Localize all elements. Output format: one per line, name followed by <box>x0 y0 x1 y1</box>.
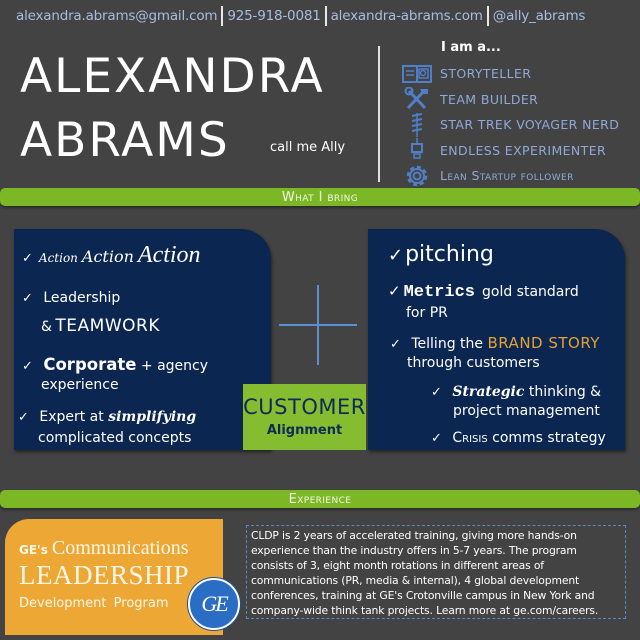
customer-alignment-box: CUSTOMER Alignment <box>243 384 366 450</box>
check-icon: ✓ <box>431 385 442 400</box>
book-icon <box>400 62 434 86</box>
bullet-teamwork: &TEAMWORK <box>41 316 160 336</box>
nickname: call me Ally <box>270 140 346 155</box>
divider <box>324 6 327 26</box>
trait-label: ENDLESS EXPERIMENTER <box>440 142 607 158</box>
social-handle-link[interactable]: @ally_abrams <box>492 8 586 24</box>
bullet-corporate: ✓ Corporate + agency <box>22 355 209 374</box>
check-icon: ✓ <box>388 282 401 300</box>
phone-link[interactable]: 925-918-0081 <box>227 8 321 24</box>
bullet-strategic: ✓ Strategic thinking & <box>431 384 602 400</box>
trait-label: STAR TREK VOYAGER NERD <box>440 117 620 133</box>
email-link[interactable]: alexandra.abrams@gmail.com <box>16 8 218 24</box>
ge-title-leadership: LEADERSHIP <box>19 560 190 590</box>
trait-experimenter: ENDLESS EXPERIMENTER <box>400 138 619 164</box>
bullet-metrics-line2: for PR <box>406 305 448 321</box>
identity-heading: I am a... <box>441 40 501 55</box>
bullet-metrics: ✓ Metrics gold standard <box>388 282 579 302</box>
website-link[interactable]: alexandra-abrams.com <box>330 8 483 24</box>
bullet-corporate-line2: experience <box>41 377 119 393</box>
trait-lean-startup: Lean Startup follower <box>400 163 619 189</box>
bullet-leadership: ✓ Leadership <box>22 290 121 306</box>
divider <box>221 6 224 26</box>
bullet-simplifying: ✓ Expert at simplifying <box>18 409 197 425</box>
trait-label: TEAM BUILDER <box>440 91 539 107</box>
check-icon: ✓ <box>431 431 442 446</box>
alignment-label: Alignment <box>266 422 343 438</box>
plus-icon-horizontal <box>279 324 357 326</box>
identity-traits: STORYTELLER TEAM BUILDER STAR TREK VOYAG… <box>400 61 619 189</box>
bullet-brand-story: ✓ Telling the BRAND STORY <box>390 334 600 352</box>
tools-icon <box>400 87 434 111</box>
ge-title-program: Development Program <box>19 596 169 611</box>
section-header-what-i-bring: What I bring <box>0 188 640 206</box>
check-icon: ✓ <box>22 291 33 306</box>
ge-program-card <box>5 519 223 635</box>
program-description: CLDP is 2 years of accelerated training,… <box>246 525 626 619</box>
last-name: ABRAMS <box>20 113 230 168</box>
first-name: ALEXANDRA <box>20 49 325 104</box>
customer-label: CUSTOMER <box>243 395 366 420</box>
ge-title-line1: GE's Communications <box>19 537 189 559</box>
trait-label: STORYTELLER <box>440 66 532 82</box>
bullet-simplifying-line2: complicated concepts <box>38 430 192 446</box>
bullet-crisis: ✓ Crisis comms strategy <box>431 430 606 446</box>
header-divider <box>378 46 380 182</box>
skills-panel-right <box>368 229 625 450</box>
drill-icon <box>400 112 434 137</box>
check-icon: ✓ <box>22 359 33 374</box>
bullet-brand-story-line2: through customers <box>407 355 540 371</box>
divider <box>486 6 489 26</box>
trait-star-trek: STAR TREK VOYAGER NERD <box>400 112 619 138</box>
trait-label: Lean Startup follower <box>440 168 574 184</box>
bullet-strategic-line2: project management <box>453 403 600 419</box>
check-icon: ✓ <box>390 337 401 352</box>
trait-storyteller: STORYTELLER <box>400 61 619 87</box>
skills-panel-left <box>14 229 271 450</box>
section-header-experience: Experience <box>0 490 640 508</box>
bullet-action: ✓ Action Action Action <box>22 242 201 268</box>
check-icon: ✓ <box>22 251 33 266</box>
contact-bar: alexandra.abrams@gmail.com 925-918-0081 … <box>16 5 636 27</box>
bullet-pitching: ✓pitching <box>388 242 494 267</box>
drill-base-icon <box>400 138 434 162</box>
check-icon: ✓ <box>388 245 404 266</box>
ge-logo-icon: GE <box>188 578 240 630</box>
gear-icon <box>400 164 434 188</box>
check-icon: ✓ <box>18 410 29 425</box>
trait-team-builder: TEAM BUILDER <box>400 87 619 113</box>
